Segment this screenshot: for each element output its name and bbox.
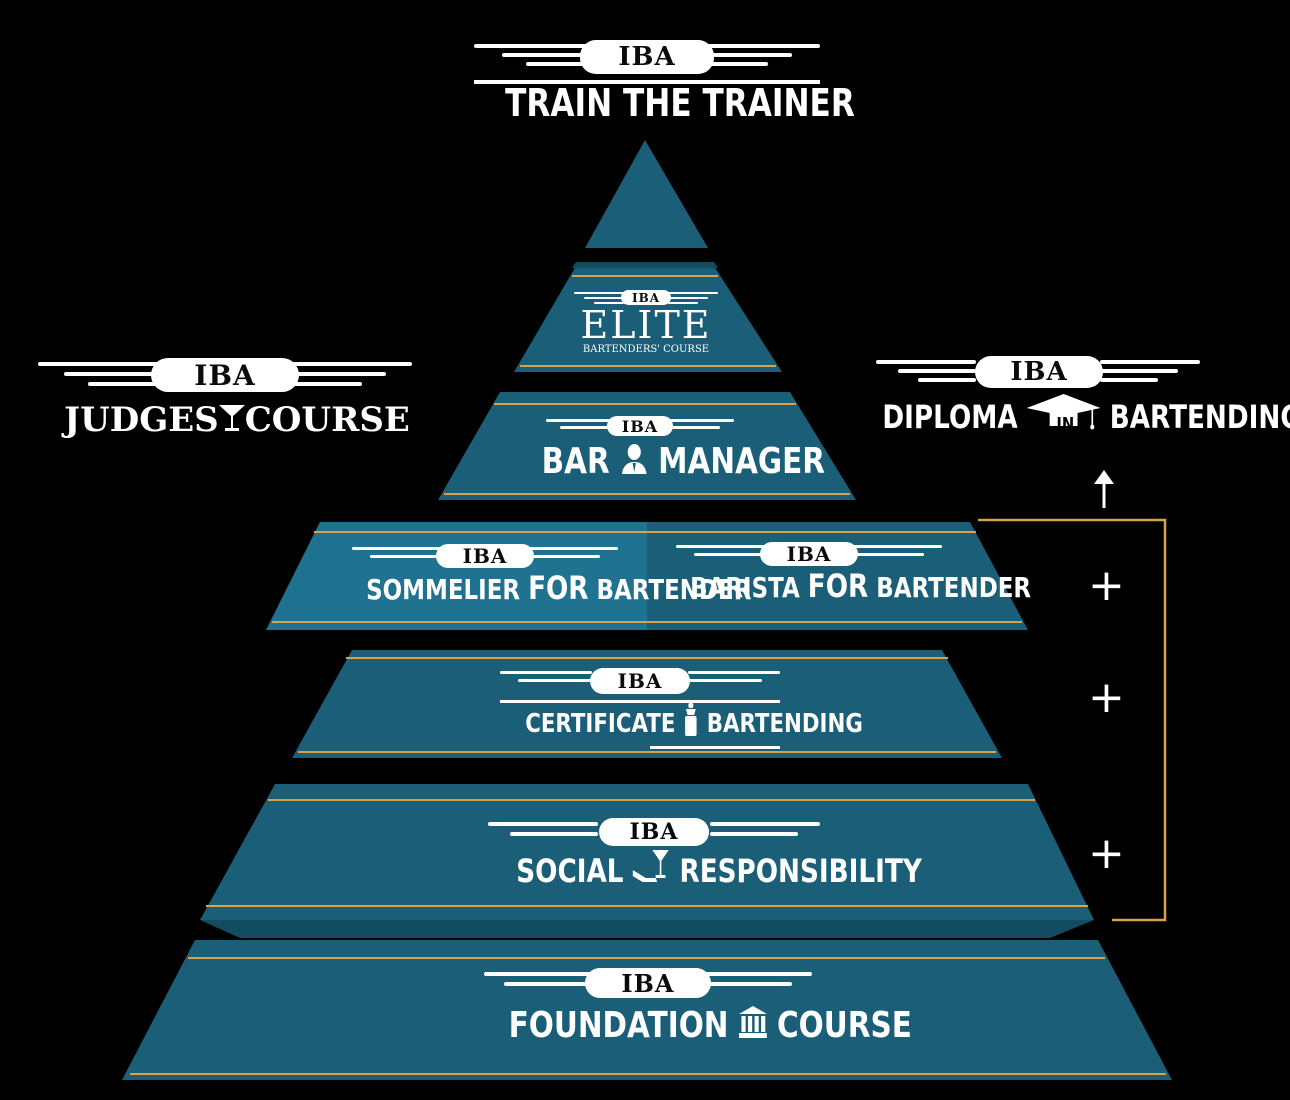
tier-title: CERTIFICATE BARTENDING [525,703,863,746]
brand-pill: IBA [151,358,299,392]
brand-pill: IBA [590,668,690,694]
logo-sommelier: IBA SOMMELIER FOR BARTENDER [340,544,751,610]
logo-wings: IBA [474,40,820,74]
pyramid-apex [585,140,708,248]
tier-title: BARISTA FOR BARTENDER [690,566,1031,608]
wings-icon: IBA [664,542,954,566]
brand-pill: IBA [607,416,673,436]
title-right: BARTENDER [876,571,1032,604]
logo-judges-course: IBA JUDGES COURSE [38,358,412,450]
columns-icon [738,999,767,1055]
martini-icon [218,394,245,450]
brand-pill: IBA [599,818,709,846]
logo-barista: IBA BARISTA FOR BARTENDER [664,542,1031,608]
brand-pill: IBA [436,544,534,568]
tier-title: SOCIAL RESPONSIBILITY [516,846,922,898]
wings-icon: IBA [574,290,718,306]
tier-title: FOUNDATION COURSE [508,998,912,1055]
logo-title: TRAIN THE TRAINER [505,81,855,125]
wings-icon: IBA [478,968,818,998]
wings-icon: IBA [340,544,630,568]
wings-icon: IBA [520,416,760,436]
title-right: BARTENDING [706,709,863,739]
title-left: FOUNDATION [508,1005,729,1046]
title-right: COURSE [244,400,410,440]
logo-train-the-trainer: IBA TRAIN THE TRAINER [474,40,855,125]
tier-certificate [292,650,1002,758]
plus-sign: + [1088,672,1125,723]
brand-pill: IBA [585,968,711,998]
tier-title: JUDGES COURSE [64,392,412,450]
wings-icon: IBA [848,356,1230,388]
brand-pill: IBA [760,542,858,566]
title-left: BAR [541,441,610,482]
tier-title: ELITE [580,303,712,347]
title-left: DIPLOMA [882,398,1018,436]
title-mid: IN [1056,414,1075,435]
logo-social: IBA SOCIAL RESPONSIBILITY [486,818,922,898]
logo-bar-manager: IBA BAR MANAGER [520,416,825,485]
tier-social [200,784,1094,938]
logo-elite: IBA ELITE BARTENDERS' COURSE [574,290,718,356]
brand-pill: IBA [975,356,1103,388]
progression-bracket [978,470,1167,922]
grad-cap-icon: IN [1026,390,1101,448]
brand-pill: IBA [580,40,714,74]
shaker-icon [683,703,699,746]
person-icon [620,441,648,485]
wine-glass-icon: FOR [528,569,589,607]
title-left: JUDGES [64,400,219,440]
wings-icon: IBA [38,358,412,392]
tier-foundation [122,940,1172,1080]
plus-sign: + [1088,560,1125,611]
tier-subtitle: BARTENDERS' COURSE [582,344,710,355]
cocktail-hand-icon [632,848,671,898]
tier-title: BAR MANAGER [541,440,825,485]
title-right: BARTENDER [596,573,752,606]
title-left: BARISTA [690,571,800,604]
title-right: COURSE [776,1005,912,1046]
title-right: BARTENDING [1109,398,1290,436]
coffee-bean-icon: FOR [807,567,869,605]
logo-diploma: IBA DIPLOMA IN BARTENDING [848,356,1290,448]
wings-icon: IBA [500,668,780,694]
title-right: MANAGER [658,441,826,482]
title-left: CERTIFICATE [525,709,676,739]
wings-icon: IBA [486,818,822,846]
plus-sign: + [1088,828,1125,879]
title-left: SOCIAL [516,852,624,890]
brand-pill: IBA [621,290,671,305]
tier-bar-manager [438,392,856,500]
up-arrow-icon [1094,470,1114,508]
logo-certificate: IBA CERTIFICATE BARTENDING [500,668,863,749]
tier-title: SOMMELIER FOR BARTENDER [366,568,751,610]
logo-foundation: IBA FOUNDATION COURSE [478,968,912,1055]
title-right: RESPONSIBILITY [679,852,922,890]
tier-title: DIPLOMA IN BARTENDING [882,388,1290,448]
title-left: SOMMELIER [366,573,521,606]
